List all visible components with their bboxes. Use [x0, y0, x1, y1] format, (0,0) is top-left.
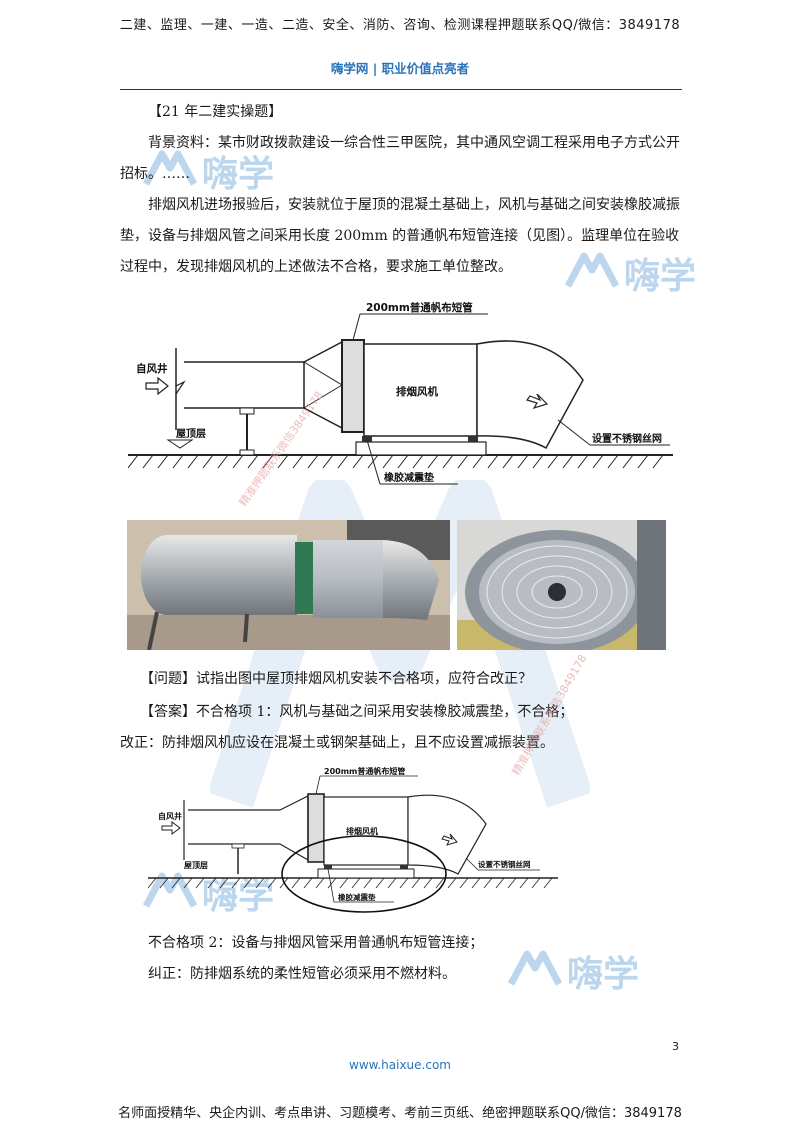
watermark-logo: 嗨学 — [140, 138, 280, 202]
haixue-logo-icon: 嗨学 — [142, 150, 274, 195]
answer-item-2: 不合格项 2：设备与排烟风管采用普通帆布短管连接； — [148, 935, 484, 951]
watermark-logo-text: 嗨学 — [567, 953, 639, 995]
watermark-logo: 嗨学 — [562, 240, 702, 304]
website-link[interactable]: www.haixue.com — [349, 1058, 451, 1072]
fan-installation-diagram-annotated: 自风井 排烟风机 屋顶层 200mm普通帆布短管 设置不锈钢丝网 橡胶减震垫 — [147, 766, 568, 920]
roof-label-annotated: 屋顶层 — [184, 860, 208, 870]
fan-mesh-photo-svg — [457, 520, 666, 650]
fan-photo-svg — [127, 520, 450, 650]
watermark-logo: 嗨学 — [140, 860, 280, 924]
correction-2: 纠正：防排烟系统的柔性短管必须采用不燃材料。 — [148, 966, 456, 982]
pad-label: 橡胶减震垫 — [384, 471, 434, 484]
canvas-connector-label-annotated: 200mm普通帆布短管 — [324, 766, 405, 776]
roof-label: 屋顶层 — [176, 428, 206, 440]
fan-diagram-svg: 自风井 排烟风机 屋顶层 200mm普通帆布短管 设置不锈钢丝网 橡胶减震垫 — [127, 301, 673, 485]
pad-label-annotated: 橡胶减震垫 — [338, 892, 376, 902]
watermark-logo: 嗨学 — [505, 938, 645, 1002]
haixue-logo-icon: 嗨学 — [564, 252, 696, 297]
haixue-logo-icon: 嗨学 — [142, 872, 274, 917]
watermark-logo-text: 嗨学 — [624, 255, 696, 297]
header-rule — [120, 89, 682, 90]
page-header-top: 二建、监理、一建、一造、二造、安全、消防、咨询、检测课程押题联系QQ/微信：38… — [119, 18, 681, 33]
canvas-connector-label: 200mm普通帆布短管 — [366, 301, 473, 314]
answer-item-1: 【答案】不合格项 1：风机与基础之间采用安装橡胶减震垫，不合格； — [140, 704, 574, 720]
shaft-label-annotated: 自风井 — [158, 811, 182, 821]
fan-label: 排烟风机 — [396, 385, 438, 398]
page-footer-bottom: 名师面授精华、央企内训、考点串讲、习题模考、考前三页纸、绝密押题联系QQ/微信：… — [118, 1106, 682, 1121]
brand-slogan: 嗨学网 | 职业价值点亮者 — [330, 61, 470, 76]
fan-label-annotated: 排烟风机 — [346, 826, 378, 836]
question-title: 【21 年二建实操题】 — [148, 104, 283, 120]
question-line: 【问题】试指出图中屋顶排烟风机安装不合格项，应符合改正？ — [140, 671, 532, 687]
watermark-logo-text: 嗨学 — [202, 875, 274, 917]
fan-installation-photo — [127, 520, 450, 650]
watermark-logo-text: 嗨学 — [202, 153, 274, 195]
mesh-label-annotated: 设置不锈钢丝网 — [478, 859, 531, 869]
page-number: 3 — [672, 1040, 679, 1053]
shaft-label: 自风井 — [136, 362, 168, 375]
mesh-label: 设置不锈钢丝网 — [592, 432, 662, 445]
fan-installation-diagram: 自风井 排烟风机 屋顶层 200mm普通帆布短管 设置不锈钢丝网 橡胶减震垫 — [127, 300, 688, 504]
scenario-paragraph: 排烟风机进场报验后，安装就位于屋顶的混凝土基础上，风机与基础之间安装橡胶减振垫，… — [120, 197, 680, 275]
fan-diagram-annotated-svg: 自风井 排烟风机 屋顶层 200mm普通帆布短管 设置不锈钢丝网 橡胶减震垫 — [147, 766, 558, 913]
background-paragraph: 背景资料：某市财政拨款建设一综合性三甲医院，其中通风空调工程采用电子方式公开招标… — [120, 135, 680, 182]
haixue-logo-icon: 嗨学 — [507, 950, 639, 995]
correction-1: 改正：防排烟风机应设在混凝土或钢架基础上，且不应设置减振装置。 — [120, 735, 554, 751]
fan-mesh-photo — [457, 520, 666, 650]
